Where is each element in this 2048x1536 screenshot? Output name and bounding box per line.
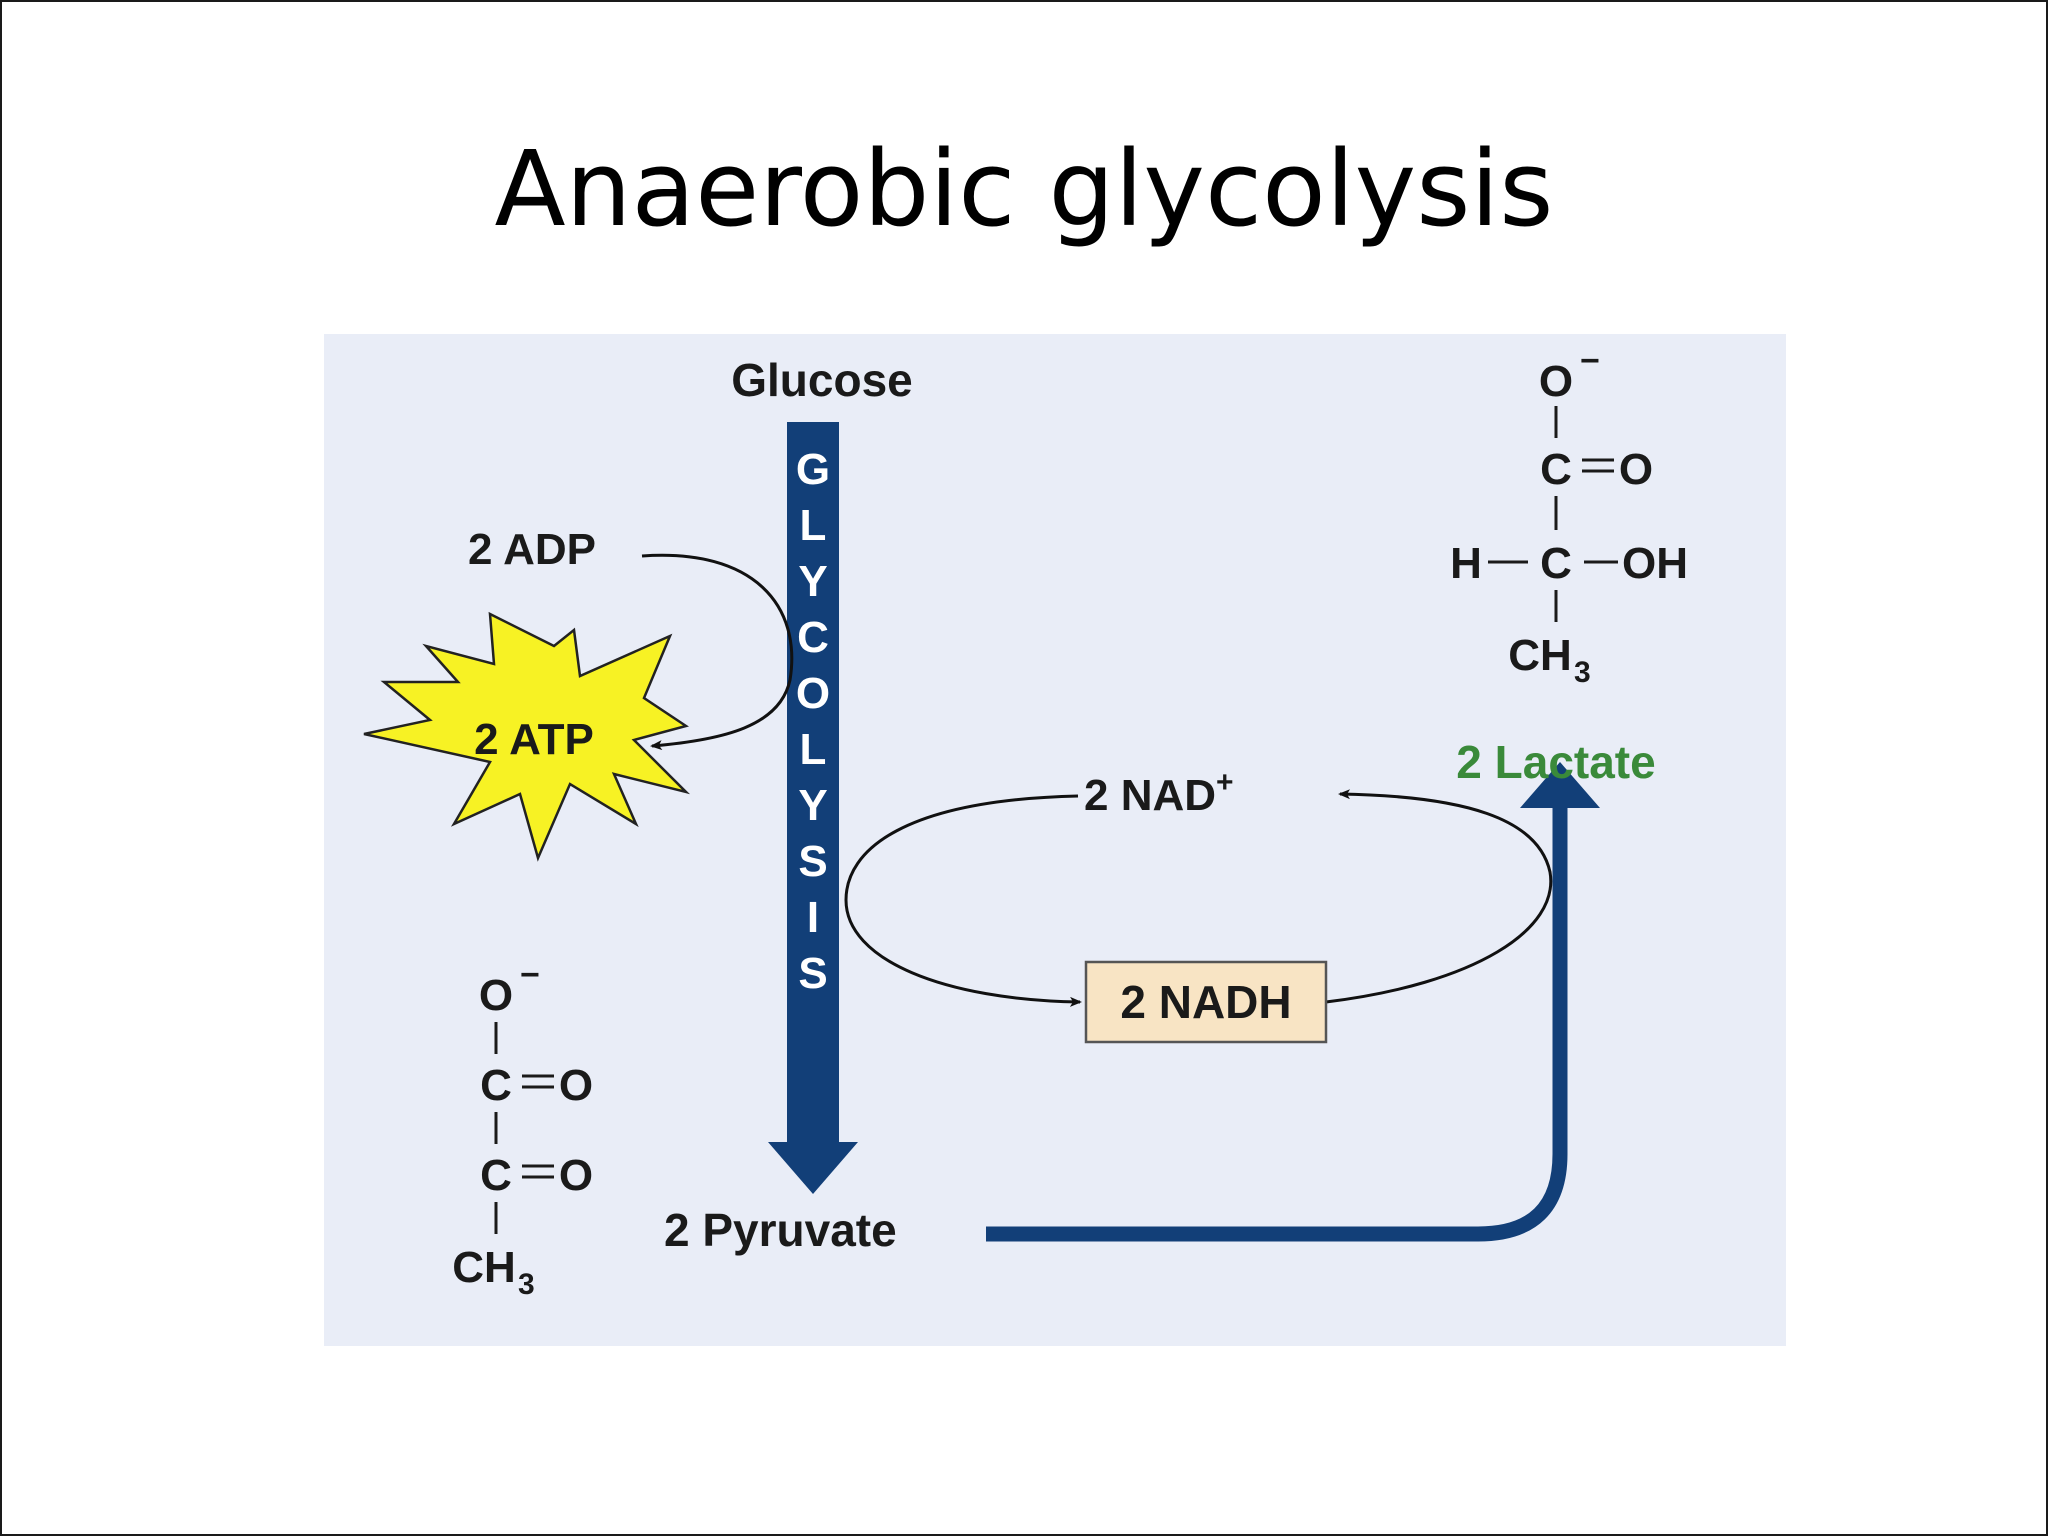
pyruvate-carbon-1: C xyxy=(480,1061,512,1110)
glycolysis-letter: Y xyxy=(798,557,827,606)
pyruvate-oxygen-2: O xyxy=(559,1151,593,1200)
lactate-hydroxyl: OH xyxy=(1622,539,1688,588)
lactate-subscript-3: 3 xyxy=(1574,656,1591,689)
pyruvate-minus-sign: − xyxy=(520,956,540,994)
atp-label: 2 ATP xyxy=(474,715,594,764)
glucose-label: Glucose xyxy=(731,354,913,406)
glycolysis-letter: G xyxy=(796,445,830,494)
glycolysis-letter: C xyxy=(797,613,829,662)
pyruvate-subscript-3: 3 xyxy=(518,1268,535,1301)
lactate-ch: CH xyxy=(1508,631,1572,680)
lactate-label: 2 Lactate xyxy=(1456,736,1655,788)
pyruvate-oxygen-1: O xyxy=(559,1061,593,1110)
pyruvate-to-lactate-arrow xyxy=(986,804,1568,1242)
lactate-oxygen-1: O xyxy=(1619,445,1653,494)
atp-burst xyxy=(363,611,691,862)
nadh-to-nad-arc xyxy=(1325,789,1553,1004)
pyruvate-label: 2 Pyruvate xyxy=(664,1204,897,1256)
pyruvate-carbon-2: C xyxy=(480,1151,512,1200)
glycolysis-letter: I xyxy=(807,893,819,942)
glycolysis-letter: O xyxy=(796,669,830,718)
lactate-minus-sign: − xyxy=(1580,342,1600,380)
lactate-o-minus: O xyxy=(1539,357,1573,406)
slide-title: Anaerobic glycolysis xyxy=(494,128,1554,250)
nad-to-nadh-arc xyxy=(844,794,1082,1007)
glycolysis-letter: Y xyxy=(798,781,827,830)
lactate-structure: O − C O H C OH CH 3 xyxy=(1450,342,1688,689)
lactate-hydrogen: H xyxy=(1450,539,1482,588)
nad-label: 2 NAD+ xyxy=(1084,766,1234,820)
diagram-background xyxy=(324,334,1786,1346)
glycolysis-letter: L xyxy=(800,501,827,550)
lactate-arrowhead xyxy=(1520,762,1600,808)
glycolysis-letter: S xyxy=(798,949,827,998)
nadh-box xyxy=(1084,960,1328,1044)
glycolysis-letter: S xyxy=(798,837,827,886)
lactate-carbon-1: C xyxy=(1540,445,1572,494)
lactate-carbon-2: C xyxy=(1540,539,1572,588)
pyruvate-structure: O − C O C O CH 3 xyxy=(452,956,593,1301)
adp-to-atp-arrow xyxy=(641,553,794,751)
adp-label: 2 ADP xyxy=(468,525,596,574)
pyruvate-ch: CH xyxy=(452,1243,516,1292)
glycolysis-letter: L xyxy=(800,725,827,774)
nadh-label: 2 NADH xyxy=(1120,976,1291,1028)
glycolysis-arrow xyxy=(768,422,858,1194)
pyruvate-o-minus: O xyxy=(479,971,513,1020)
